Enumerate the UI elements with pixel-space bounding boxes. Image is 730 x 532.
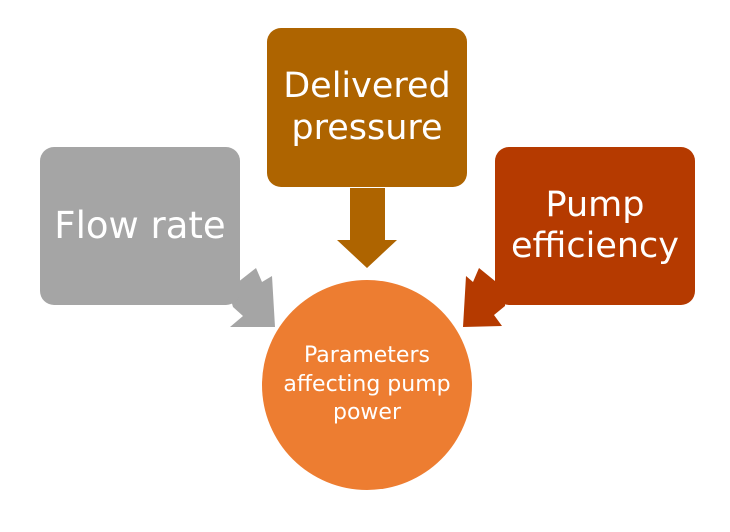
delivered-pressure-box: Delivered pressure xyxy=(267,28,467,187)
center-circle: Parameters affecting pump power xyxy=(262,280,472,490)
flow-rate-label: Flow rate xyxy=(54,204,226,248)
arrow-pressure-to-center xyxy=(337,188,397,268)
pump-efficiency-label: Pump efficiency xyxy=(510,184,679,266)
pump-efficiency-box: Pump efficiency xyxy=(495,147,695,305)
delivered-pressure-label: Delivered pressure xyxy=(283,66,451,148)
center-label: Parameters affecting pump power xyxy=(283,343,451,426)
flow-rate-box: Flow rate xyxy=(40,147,240,305)
